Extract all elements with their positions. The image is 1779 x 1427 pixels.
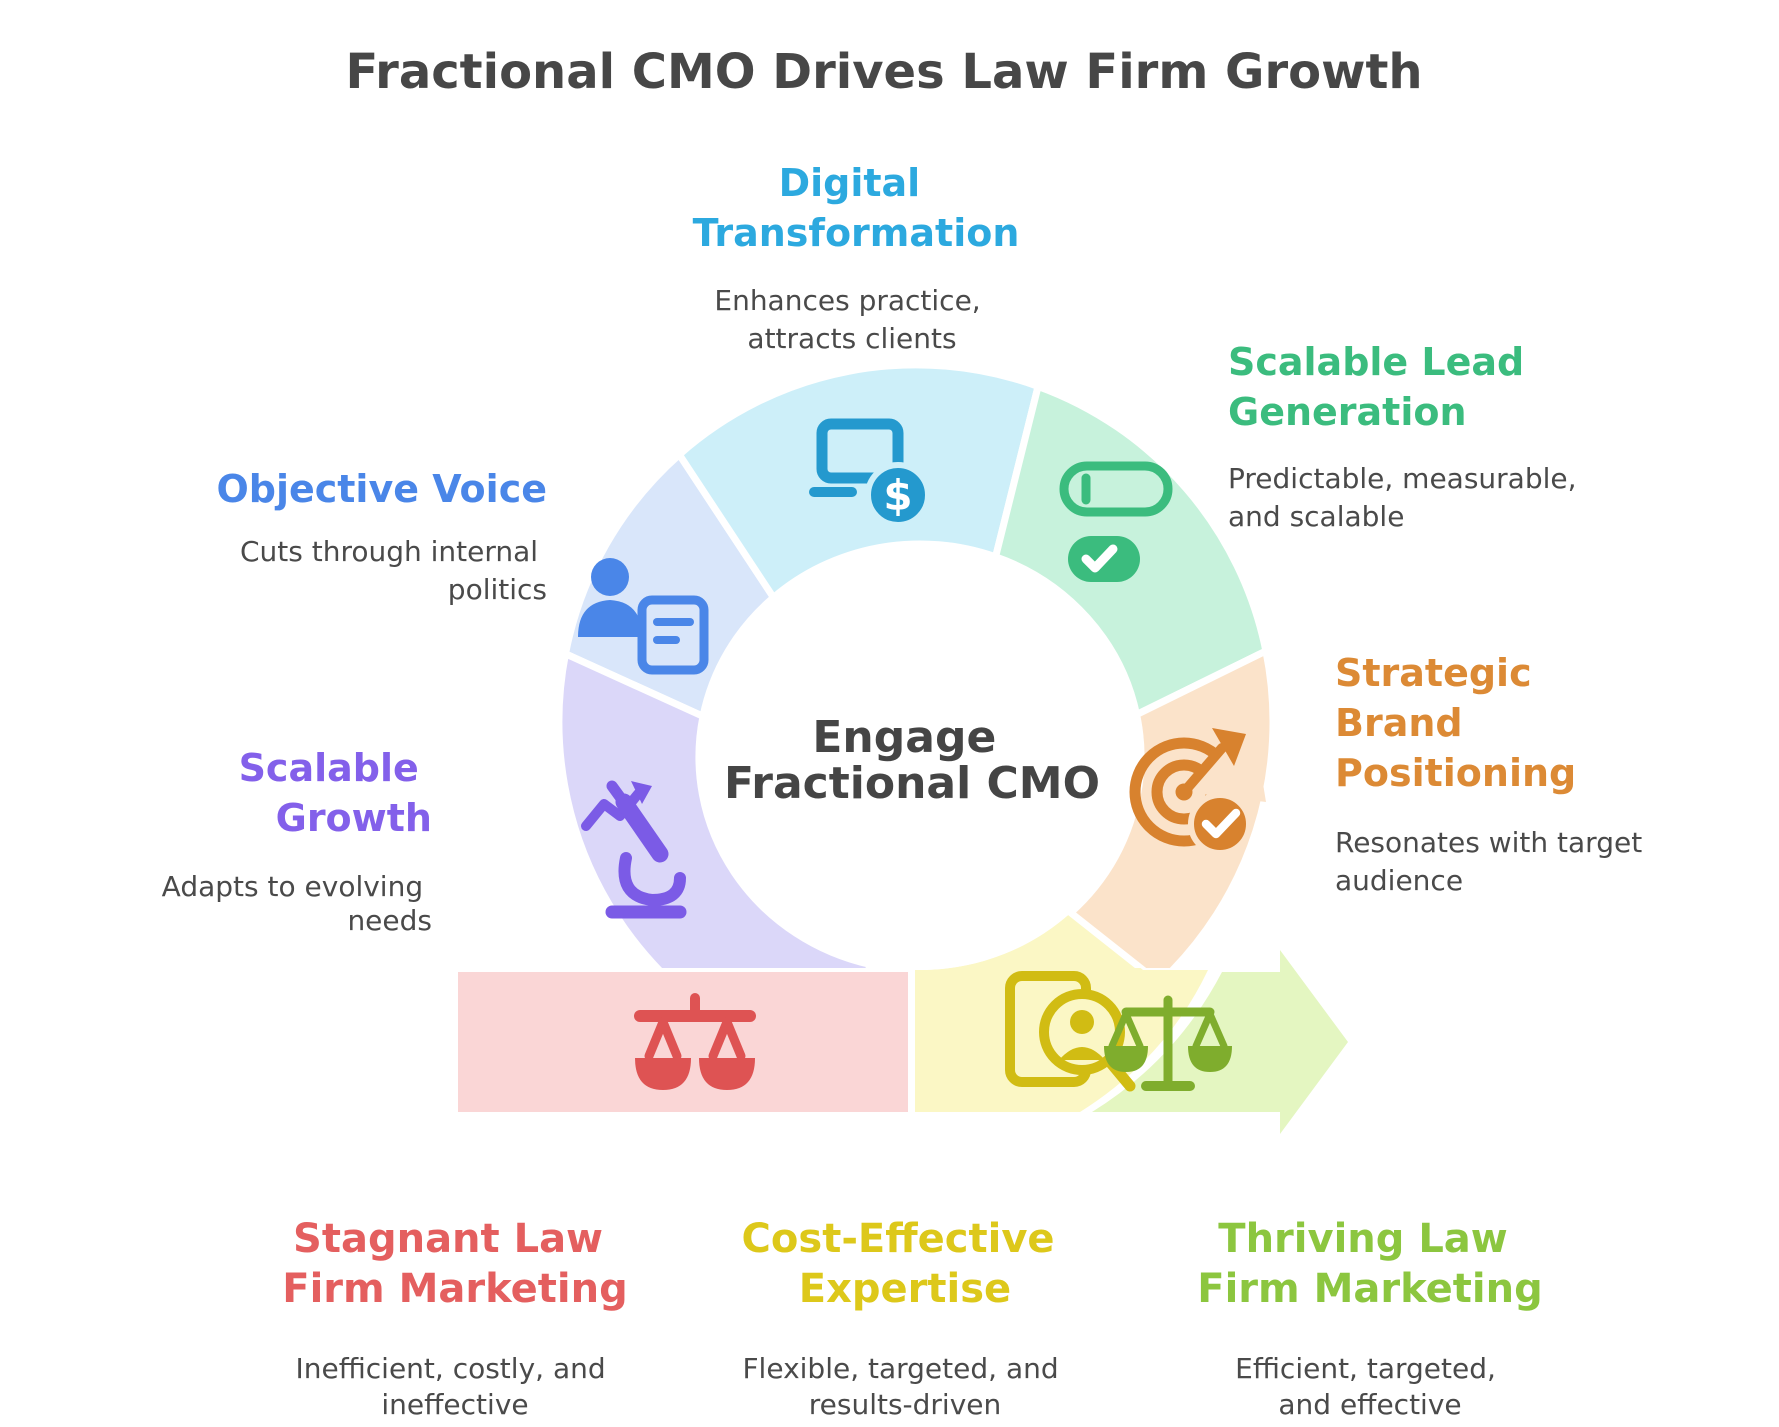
desc-line: Resonates with target bbox=[1335, 826, 1642, 859]
svg-text:Scalable Growth: Scalable Growth bbox=[239, 746, 432, 840]
desc-line: and scalable bbox=[1228, 500, 1404, 533]
label-line: Growth bbox=[276, 796, 432, 840]
desc-line: and effective bbox=[1278, 1388, 1461, 1421]
ring-hub bbox=[699, 544, 1141, 970]
label-scalable-growth: Scalable Growth Adapts to evolving needs bbox=[162, 746, 432, 937]
label-lead-generation: Scalable Lead Generation Predictable, me… bbox=[1228, 340, 1585, 533]
scales-balance-icon bbox=[1104, 995, 1232, 1091]
label-line: Firm Marketing bbox=[282, 1266, 628, 1312]
desc-line: Efficient, targeted, bbox=[1235, 1352, 1496, 1385]
svg-text:Stagnant Law Firm Market: Stagnant Law Firm Marketing bbox=[282, 1216, 628, 1312]
svg-text:Digital Transformation: Digital Transformation bbox=[693, 161, 1020, 255]
hub-label-line2: Fractional CMO bbox=[724, 758, 1100, 809]
desc-line: attracts clients bbox=[747, 322, 956, 355]
svg-text:Objective Voice: Objective Voice bbox=[216, 467, 547, 511]
toggle-check-icon bbox=[1059, 461, 1173, 582]
label-stagnant-marketing: Stagnant Law Firm Marketing Inefficient,… bbox=[282, 1216, 628, 1421]
label-thriving-marketing: Thriving Law Firm Marketing Efficient, t… bbox=[1197, 1216, 1543, 1421]
desc-line: Enhances practice, bbox=[714, 284, 980, 317]
label-cost-effective: Cost-Effective Expertise Flexible, targe… bbox=[742, 1216, 1069, 1421]
label-line: Thriving Law bbox=[1218, 1216, 1507, 1262]
label-digital-transformation: Digital Transformation Enhances practice… bbox=[693, 161, 1020, 355]
dollar-glyph: $ bbox=[883, 471, 912, 520]
desc-line: Adapts to evolving bbox=[162, 870, 423, 903]
label-line: Expertise bbox=[799, 1266, 1011, 1312]
desc-line: results-driven bbox=[809, 1388, 1002, 1421]
svg-text:Efficient, targeted, and: Efficient, targeted, and effective bbox=[1235, 1352, 1505, 1421]
svg-text:Cost-Effective Expertise: Cost-Effective Expertise bbox=[742, 1216, 1069, 1312]
label-line: Stagnant Law bbox=[293, 1216, 603, 1262]
label-objective-voice: Objective Voice Cuts through internal po… bbox=[216, 467, 547, 606]
desc-line: needs bbox=[347, 904, 432, 937]
hub-label: Engage Fractional CMO bbox=[724, 712, 1100, 809]
svg-text:Strategic Brand Po: Strategic Brand Positioning bbox=[1335, 651, 1576, 795]
svg-text:Thriving Law Firm Market: Thriving Law Firm Marketing bbox=[1197, 1216, 1543, 1312]
label-line: Digital bbox=[779, 161, 921, 205]
label-brand-positioning: Strategic Brand Positioning Resonates wi… bbox=[1335, 651, 1651, 897]
desc-line: Inefficient, costly, and bbox=[295, 1352, 605, 1385]
desc-line: audience bbox=[1335, 864, 1463, 897]
page-title: Fractional CMO Drives Law Firm Growth bbox=[345, 44, 1422, 100]
microscope-trend-icon bbox=[581, 780, 687, 919]
label-line: Scalable bbox=[239, 746, 419, 790]
svg-text:Cuts through internal po: Cuts through internal politics bbox=[240, 535, 547, 606]
label-line: Transformation bbox=[693, 211, 1020, 255]
person-document-icon bbox=[578, 558, 709, 675]
label-line: Firm Marketing bbox=[1197, 1266, 1543, 1312]
desc-line: politics bbox=[448, 573, 547, 606]
label-line: Generation bbox=[1228, 390, 1467, 434]
desc-line: Flexible, targeted, and bbox=[742, 1352, 1058, 1385]
svg-text:Enhances practice, attra: Enhances practice, attracts clients bbox=[714, 284, 989, 355]
monitor-dollar-icon: $ bbox=[809, 418, 931, 528]
hub-label-line1: Engage bbox=[812, 712, 996, 763]
band-stagnant bbox=[458, 972, 908, 1112]
label-line: Brand bbox=[1335, 701, 1463, 745]
label-line: Positioning bbox=[1335, 751, 1576, 795]
svg-text:Adapts to evolving needs: Adapts to evolving needs bbox=[162, 870, 432, 937]
desc-line: ineffective bbox=[381, 1388, 528, 1421]
scales-hanging-icon bbox=[634, 993, 756, 1090]
svg-text:Engage Fractional CMO: Engage Fractional CMO bbox=[724, 712, 1100, 809]
svg-text:Flexible, targeted, and: Flexible, targeted, and results-driven bbox=[742, 1352, 1067, 1421]
desc-line: Cuts through internal bbox=[240, 535, 538, 568]
label-line: Scalable Lead bbox=[1228, 340, 1524, 384]
target-check-icon bbox=[1129, 716, 1266, 856]
svg-text:Predictable, measurable,: Predictable, measurable, and scalable bbox=[1228, 462, 1585, 533]
svg-text:Scalable Lead Generation: Scalable Lead Generation bbox=[1228, 340, 1538, 434]
svg-text:Resonates with target au: Resonates with target audience bbox=[1335, 826, 1651, 897]
svg-text:Inefficient, costly, and: Inefficient, costly, and ineffective bbox=[295, 1352, 614, 1421]
label-line: Strategic bbox=[1335, 651, 1532, 695]
label-line: Cost-Effective bbox=[742, 1216, 1055, 1262]
desc-line: Predictable, measurable, bbox=[1228, 462, 1577, 495]
label-line: Objective Voice bbox=[216, 467, 547, 511]
bottom-flow-band bbox=[458, 950, 1348, 1134]
